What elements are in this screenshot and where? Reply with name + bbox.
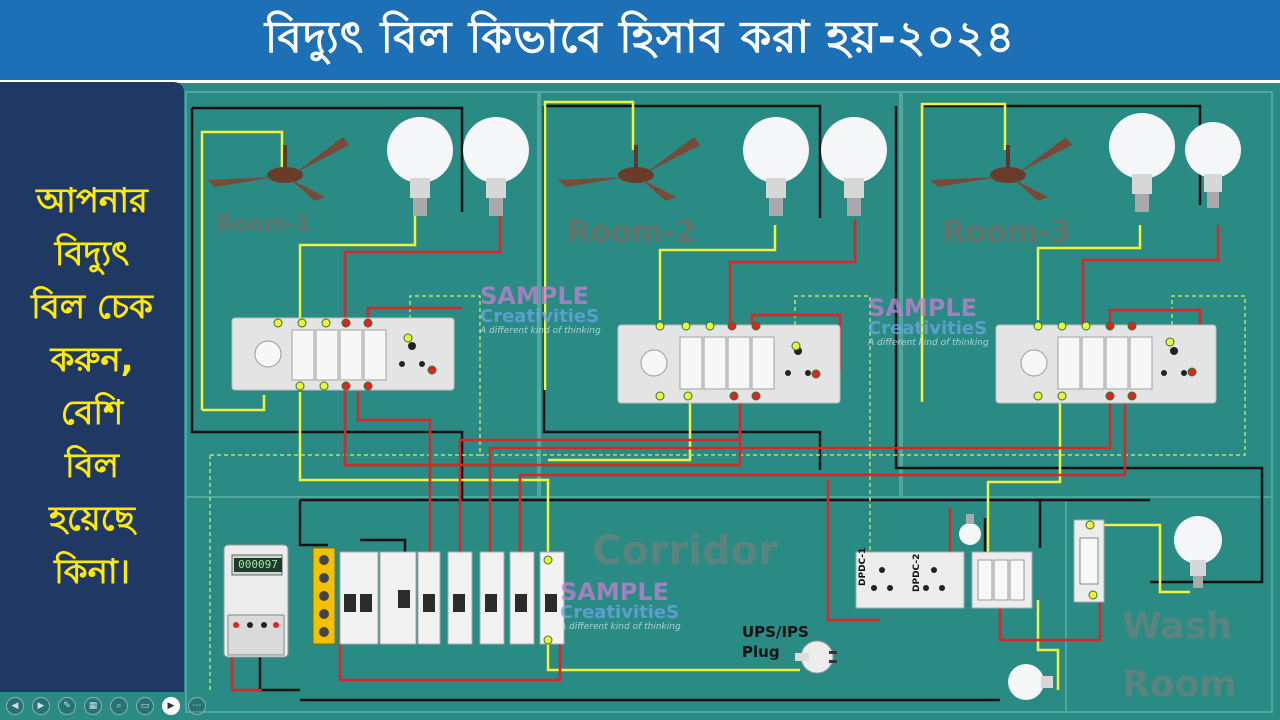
switch-board — [231, 317, 455, 391]
wash-room-label: Room — [1122, 664, 1237, 705]
watermark: SAMPLE CreativitieS A different kind of … — [480, 284, 601, 336]
bulb-icon — [821, 117, 887, 216]
watermark-top: SAMPLE — [480, 282, 590, 310]
watermark-top: SAMPLE — [868, 294, 978, 322]
next-icon[interactable]: ▶ — [32, 697, 50, 715]
side-line: আপনার — [36, 181, 148, 221]
zoom-icon[interactable]: ⌕ — [110, 697, 128, 715]
camera-icon[interactable]: ▶ — [162, 697, 180, 715]
watermark-top: SAMPLE — [560, 578, 670, 606]
watermark: SAMPLE CreativitieS A different kind of … — [868, 296, 989, 348]
slides-icon[interactable]: ▦ — [84, 697, 102, 715]
bulb-icon — [387, 117, 453, 216]
corridor-label: Corridor — [592, 528, 778, 574]
side-line: বিল — [65, 446, 119, 486]
room-outlines — [185, 91, 1273, 713]
room-label: Room-1 — [216, 212, 311, 237]
breaker-panel — [339, 551, 565, 645]
terminals-yellow — [273, 318, 1175, 401]
bulb-icon — [959, 514, 981, 545]
ups-plug-label: UPS/IPS Plug — [742, 622, 809, 662]
energy-meter — [223, 544, 289, 658]
breaker-switches — [344, 590, 557, 612]
watermark: SAMPLE CreativitieS A different kind of … — [560, 580, 681, 632]
terminal-block — [312, 547, 336, 645]
bulb-icon — [743, 117, 809, 216]
side-panel: আপনার বিদ্যুৎ বিল চেক করুন, বেশি বিল হয়… — [0, 82, 184, 692]
title-banner: বিদ্যুৎ বিল কিভাবে হিসাব করা হয়-২০২৪ — [0, 0, 1280, 83]
watermark-bottom: CreativitieS — [868, 318, 988, 339]
side-line: হয়েছে — [49, 499, 135, 539]
bulb-icon — [1008, 664, 1053, 700]
meter-display: 000097 — [234, 558, 282, 572]
pen-icon[interactable]: ✎ — [58, 697, 76, 715]
ups-plug-line: Plug — [742, 643, 780, 661]
ceiling-fan-icon — [930, 137, 1072, 201]
watermark-tagline: A different kind of thinking — [868, 338, 989, 348]
watermark-tagline: A different kind of thinking — [560, 622, 681, 632]
prev-icon[interactable]: ◀ — [6, 697, 24, 715]
wash-room-switch — [1073, 519, 1105, 603]
watermark-tagline: A different kind of thinking — [480, 326, 601, 336]
bulb-icon — [1185, 122, 1241, 208]
dpdc-label: DPDC-2 — [912, 553, 922, 592]
ceiling-fan-icon — [207, 137, 349, 201]
bulb-icon — [1109, 113, 1175, 212]
side-line: বেশি — [60, 393, 124, 433]
neutral-wires — [200, 100, 1190, 690]
wash-room-label: Wash — [1122, 606, 1232, 647]
switch-board — [617, 324, 841, 404]
player-controls: ◀ ▶ ✎ ▦ ⌕ ▭ ▶ ⋯ — [0, 692, 256, 720]
watermark-bottom: CreativitieS — [560, 602, 680, 623]
page-title: বিদ্যুৎ বিল কিভাবে হিসাব করা হয়-২০২৪ — [264, 11, 1016, 63]
watermark-bottom: CreativitieS — [480, 306, 600, 327]
more-icon[interactable]: ⋯ — [188, 697, 206, 715]
bulb-icon — [463, 117, 529, 216]
junction-dots — [543, 520, 1098, 645]
room-label: Room-3 — [942, 215, 1071, 250]
bulb-icon — [1174, 516, 1222, 588]
side-line: করুন, — [50, 340, 134, 380]
dpdc-label: DPDC-1 — [858, 547, 868, 586]
subtitles-icon[interactable]: ▭ — [136, 697, 154, 715]
ceiling-fan-icon — [558, 137, 700, 201]
terminals-red — [341, 318, 1197, 401]
ups-plug-line: UPS/IPS — [742, 623, 809, 641]
plug-icon — [795, 640, 837, 674]
dpdc-board — [855, 551, 965, 609]
room-label: Room-2 — [567, 215, 696, 250]
side-line: বিদ্যুৎ — [54, 234, 130, 274]
corridor-switch-board — [971, 551, 1033, 609]
side-line: কিনা। — [54, 552, 130, 592]
switch-board — [995, 324, 1217, 404]
side-line: বিল চেক — [31, 287, 153, 327]
wiring-diagram — [185, 91, 1273, 713]
